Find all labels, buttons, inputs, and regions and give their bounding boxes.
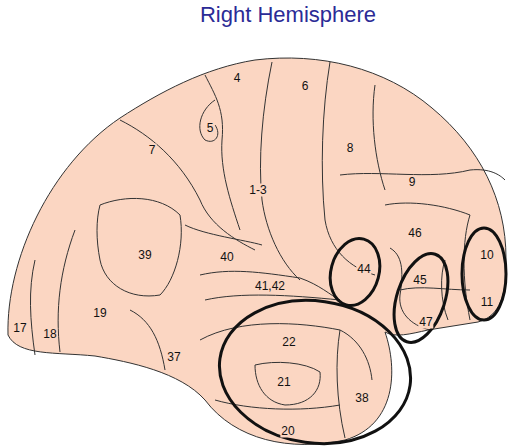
area-number: 39 (137, 249, 152, 262)
area-number: 40 (219, 251, 234, 264)
area-number: 4 (233, 72, 242, 85)
area-number: 38 (354, 392, 369, 405)
area-number: 21 (276, 376, 291, 389)
area-number: 11 (480, 296, 494, 309)
brain-outline (8, 58, 506, 444)
area-number: 41,42 (254, 280, 286, 293)
area-number: 1-3 (248, 184, 267, 197)
diagram-title: Right Hemisphere (200, 2, 376, 28)
highlight-ellipses (210, 228, 506, 448)
area-number: 19 (92, 307, 107, 320)
area-number: 9 (408, 176, 417, 189)
area-number: 7 (148, 144, 157, 157)
area-number: 37 (166, 351, 181, 364)
area-number: 18 (42, 328, 57, 341)
area-number: 17 (12, 322, 27, 335)
area-number: 44 (356, 263, 371, 276)
area-number: 6 (301, 80, 310, 93)
area-number: 22 (281, 336, 296, 349)
area-number: 47 (418, 316, 433, 329)
area-number: 8 (346, 142, 355, 155)
area-number: 5 (206, 122, 215, 135)
sulci-lines (30, 62, 505, 438)
area-number: 46 (407, 227, 422, 240)
area-number: 45 (412, 274, 427, 287)
area-number: 10 (479, 249, 494, 262)
area-number: 20 (280, 425, 295, 438)
